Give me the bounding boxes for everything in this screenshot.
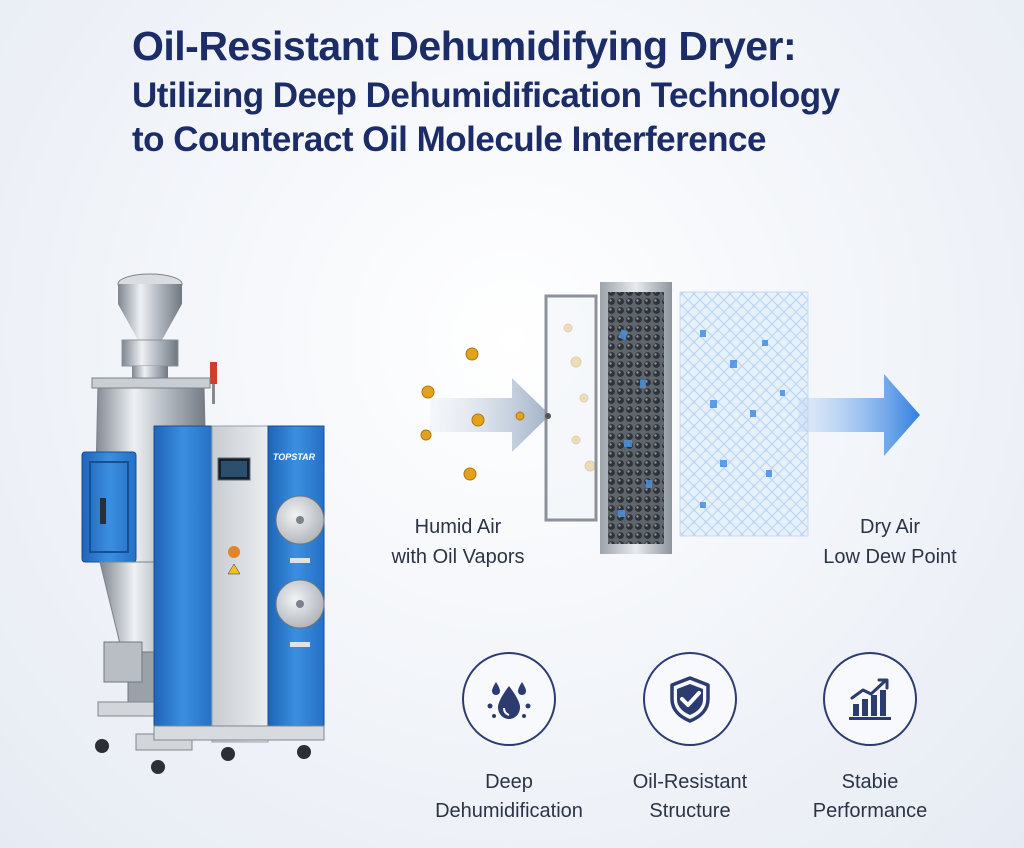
feature-label-line2: Dehumidification [435,800,583,822]
title-line-3: to Counteract Oil Molecule Interference [132,120,766,159]
title-line-2: Utilizing Deep Dehumidification Technolo… [132,76,840,115]
airflow-filter-illustration [420,282,920,554]
dry-air-label: Dry Air Low Dew Point [823,516,957,568]
feature-label-line2: Structure [649,800,731,822]
feature-deep-dehumidification: Deep Dehumidification [409,652,609,826]
feature-icon-circle [643,652,737,746]
page-title: Oil-Resistant Dehumidifying Dryer: Utili… [132,22,1012,162]
humid-air-label: Humid Air with Oil Vapors [391,516,525,568]
bar-chart-growth-icon [849,678,891,720]
feature-label-line1: Deep [485,771,533,793]
feature-label-line1: Stabie [841,771,899,793]
dry-air-arrow [798,374,920,456]
feature-oil-resistant-structure: Oil-Resistant Structure [590,652,790,826]
feature-icon-circle [462,652,556,746]
water-drops-icon [487,682,531,719]
shield-check-icon [670,676,710,723]
feature-icon-circle [823,652,917,746]
feature-label-line2: Performance [812,800,928,822]
feature-label-line1: Oil-Resistant [632,771,748,793]
dryer-machine-illustration: TOPSTAR [81,273,325,774]
title-line-1: Oil-Resistant Dehumidifying Dryer: [132,23,797,69]
machine-brand-label: TOPSTAR [273,452,316,462]
humid-air-arrow [430,378,550,452]
feature-stable-performance: Stabie Performance [770,652,970,826]
